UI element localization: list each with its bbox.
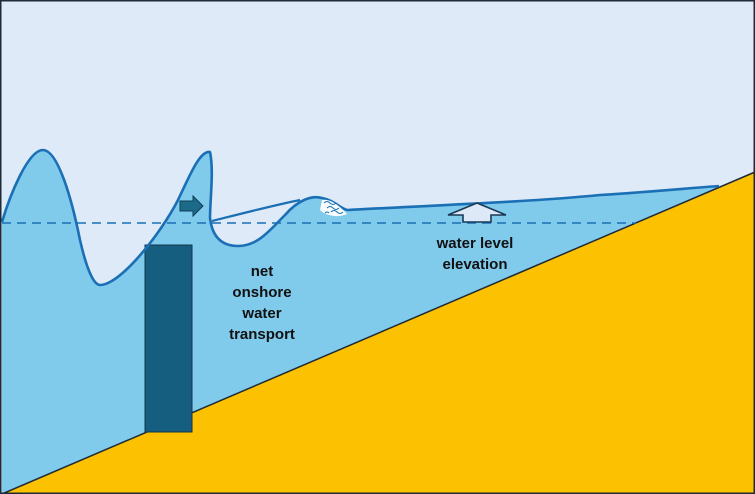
- beach-edge: [1, 171, 755, 494]
- wl-label-line-2: elevation: [442, 256, 508, 273]
- wave-surface-line: [0, 148, 720, 287]
- wl-label-line-1: water level: [436, 235, 514, 252]
- setup-water-line: [211, 198, 301, 223]
- net-onshore-transport-label: net onshore water transport: [214, 261, 310, 345]
- net-label-line-2: onshore: [232, 284, 292, 301]
- net-label-line-4: transport: [229, 326, 295, 343]
- net-label-line-1: net: [250, 263, 274, 280]
- submerged-structure: [144, 244, 193, 433]
- right-arrow-icon: [179, 194, 204, 218]
- water-level-elevation-label: water level elevation: [418, 233, 532, 275]
- net-label-line-3: water: [242, 305, 282, 322]
- up-arrow-icon: [447, 202, 507, 223]
- foam-icon: [320, 199, 347, 217]
